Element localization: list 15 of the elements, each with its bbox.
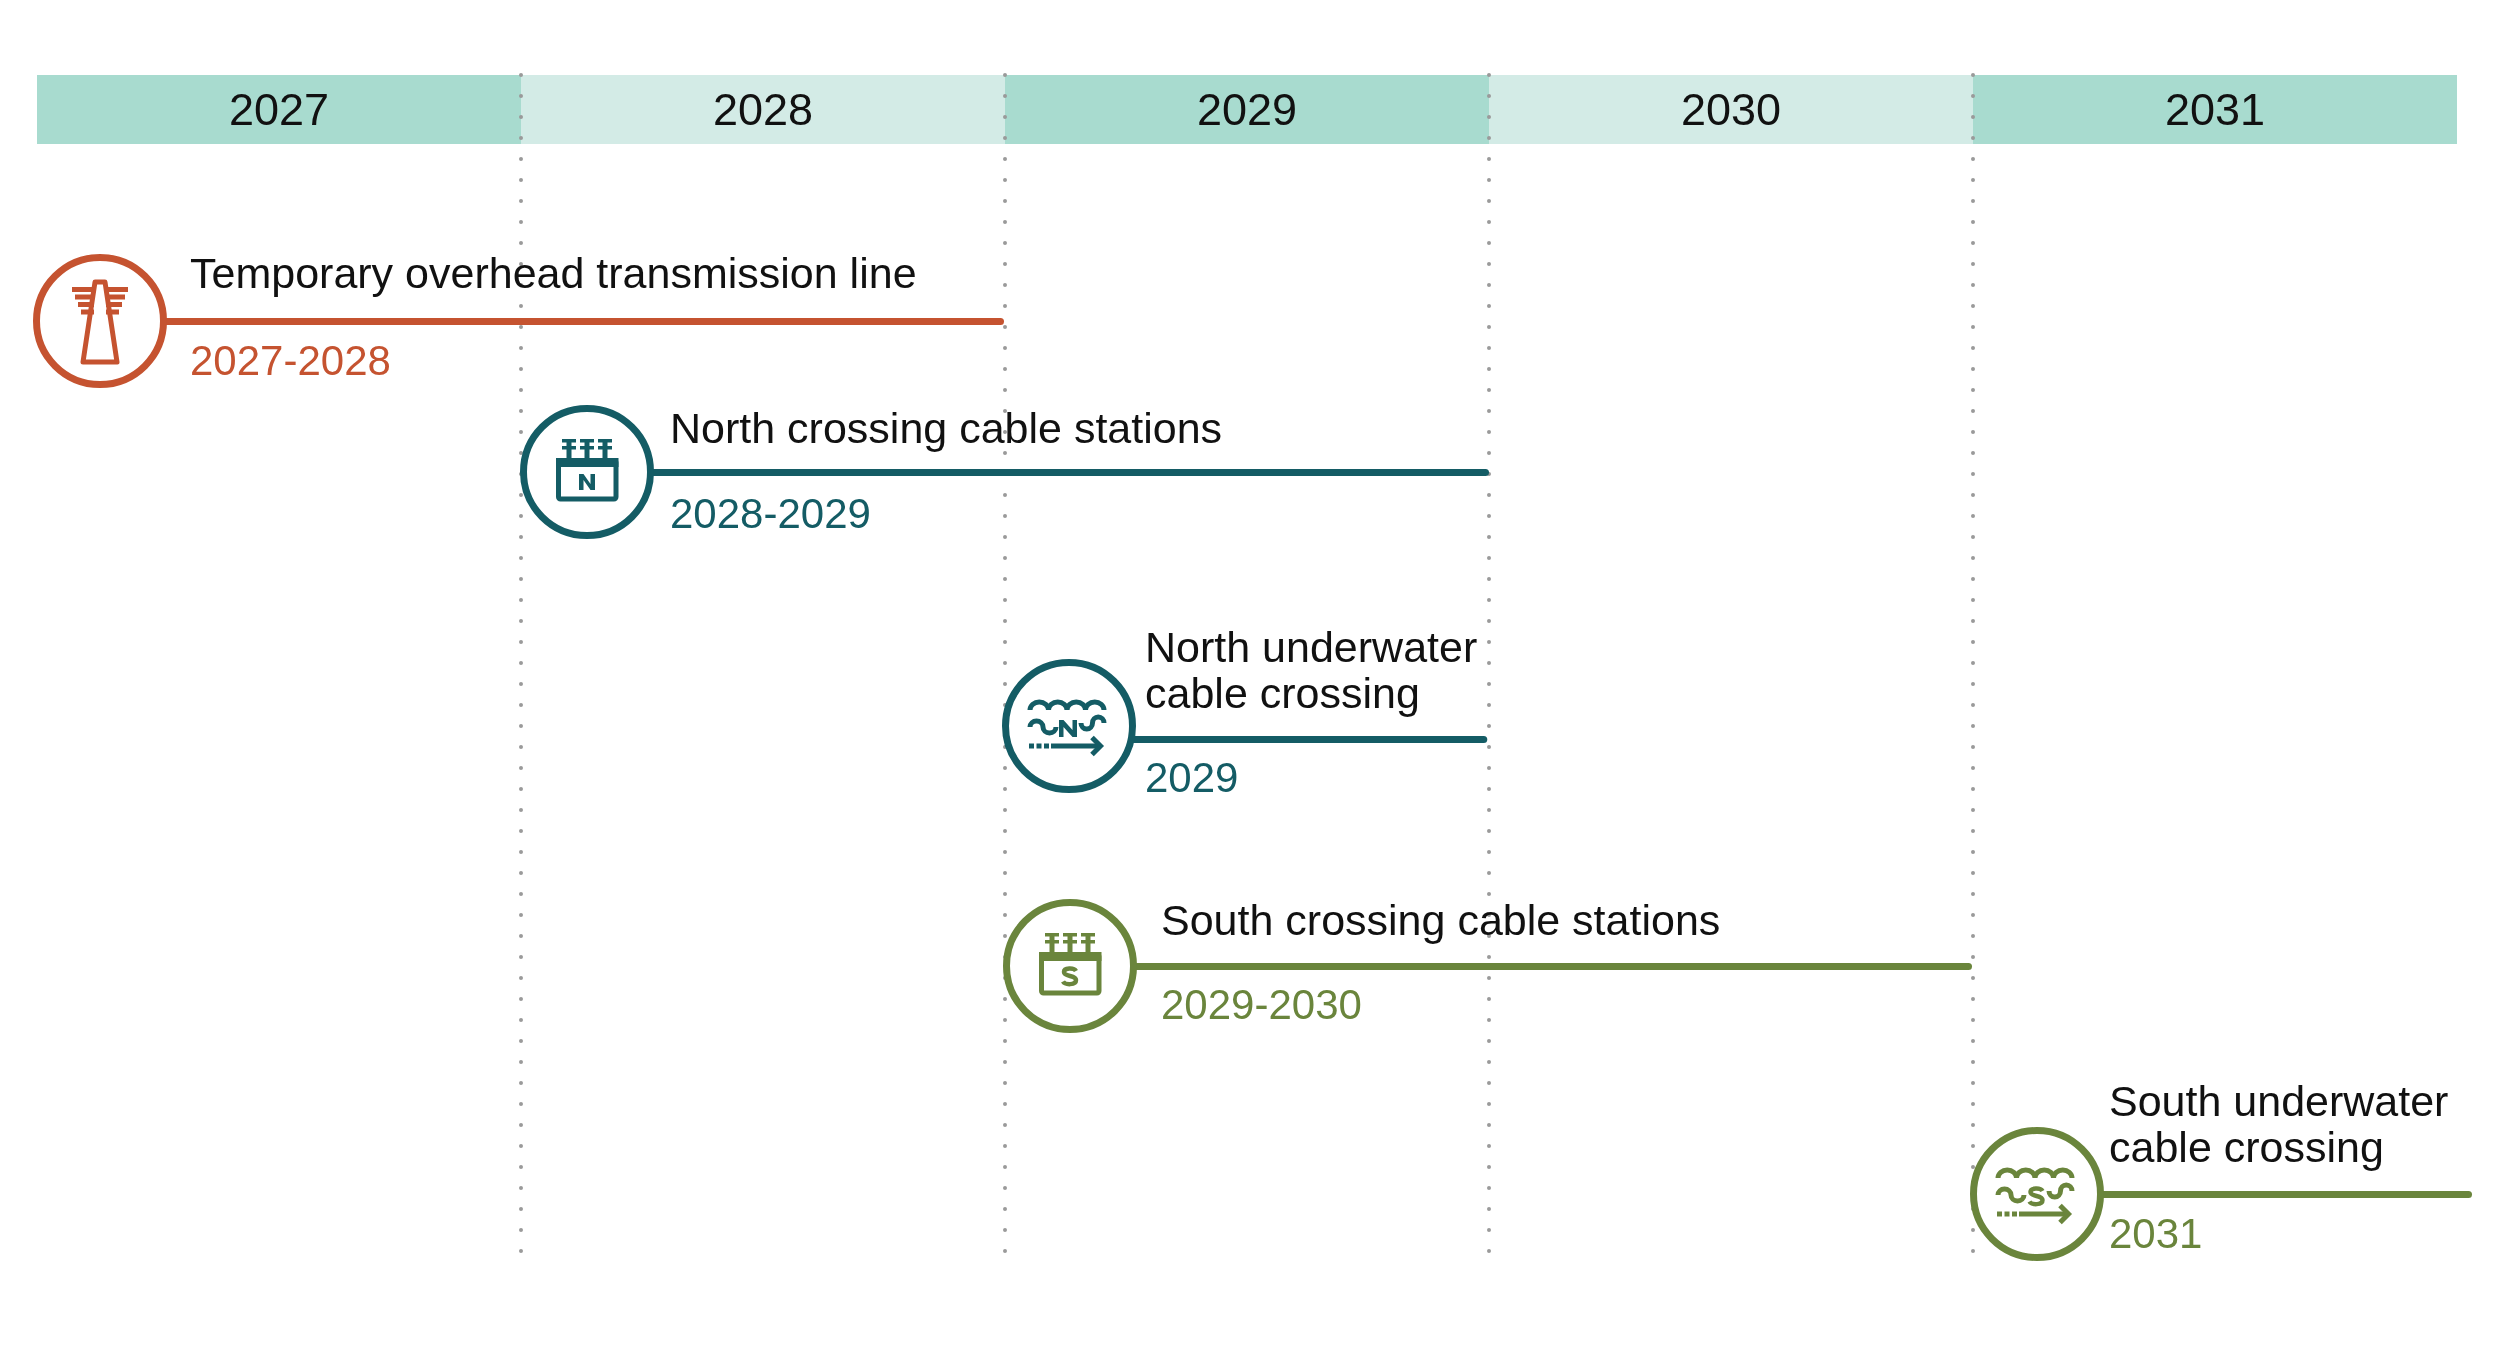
date-range: 2029 xyxy=(1145,755,1239,801)
year-header: 2031 xyxy=(1973,75,2457,144)
date-range: 2027-2028 xyxy=(190,338,391,384)
year-header: 2030 xyxy=(1489,75,1973,144)
date-range: 2031 xyxy=(2109,1211,2203,1257)
date-range: 2028-2029 xyxy=(670,491,871,537)
task-title: North underwater cable crossing xyxy=(1145,624,1479,716)
year-header: 2029 xyxy=(1005,75,1489,144)
task-title: South underwater cable crossing xyxy=(2109,1078,2450,1170)
year-header: 2027 xyxy=(37,75,521,144)
task-title: South crossing cable stations xyxy=(1161,897,1721,943)
year-header: 2028 xyxy=(521,75,1005,144)
task-title: Temporary overhead transmission line xyxy=(190,250,917,296)
date-range: 2029-2030 xyxy=(1161,982,1362,1028)
task-title: North crossing cable stations xyxy=(670,405,1223,451)
